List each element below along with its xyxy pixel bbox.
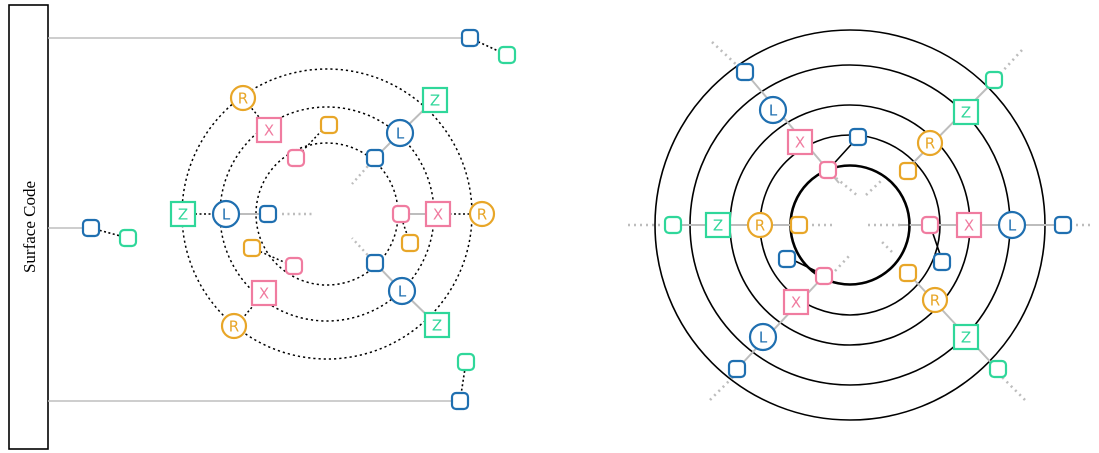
right-x-nodes: X X X [782,128,983,316]
left-l-label-2: L [222,206,231,224]
right-r-nodes: R R R [746,129,949,314]
right-l-nodes: L L L [748,95,1027,352]
right-r-label-2: R [925,135,935,153]
right-r-label-1: R [755,217,765,235]
left-x-label-3: X [259,285,269,303]
right-z-label-2: Z [961,104,971,122]
surface-code-links [48,37,462,402]
left-r-label-2: R [477,206,487,224]
left-x-label-2: X [433,206,443,224]
left-z-label-3: Z [432,317,442,335]
right-l-label-1: L [769,102,778,120]
right-l-label-3: L [759,329,768,347]
right-r-label-3: R [930,292,940,310]
idle-qubit-pair-top [460,28,517,65]
right-x-label-3: X [791,294,801,312]
right-x-label-2: X [964,217,974,235]
left-z-label-2: Z [178,206,188,224]
left-l-label-3: L [398,283,407,301]
left-x-nodes: X X X [250,116,452,307]
left-z-label-1: Z [430,92,440,110]
left-r-label-1: R [238,90,248,108]
idle-qubit-pair-bottom [450,352,476,411]
right-z-label-3: Z [961,329,971,347]
right-z-label-1: Z [713,217,723,235]
left-l-nodes: L L L [211,118,417,306]
right-ring-diagram: R R R X X X Z Z Z L L [628,29,1092,421]
surface-code-block: Surface Code [8,4,49,450]
left-z-nodes: Z Z Z [169,86,451,339]
left-r-label-3: R [229,318,239,336]
idle-qubit-pair-middle [81,218,138,248]
left-r-nodes: R R R [220,84,496,340]
left-l-label-1: L [396,125,405,143]
right-l-label-2: L [1008,217,1017,235]
right-z-nodes: Z Z Z [704,98,980,351]
surface-code-label: Surface Code [20,181,39,273]
left-ring-diagram: R R R X X X Z Z Z L L [169,68,496,360]
right-x-label-1: X [795,134,805,152]
left-x-label-1: X [264,122,274,140]
